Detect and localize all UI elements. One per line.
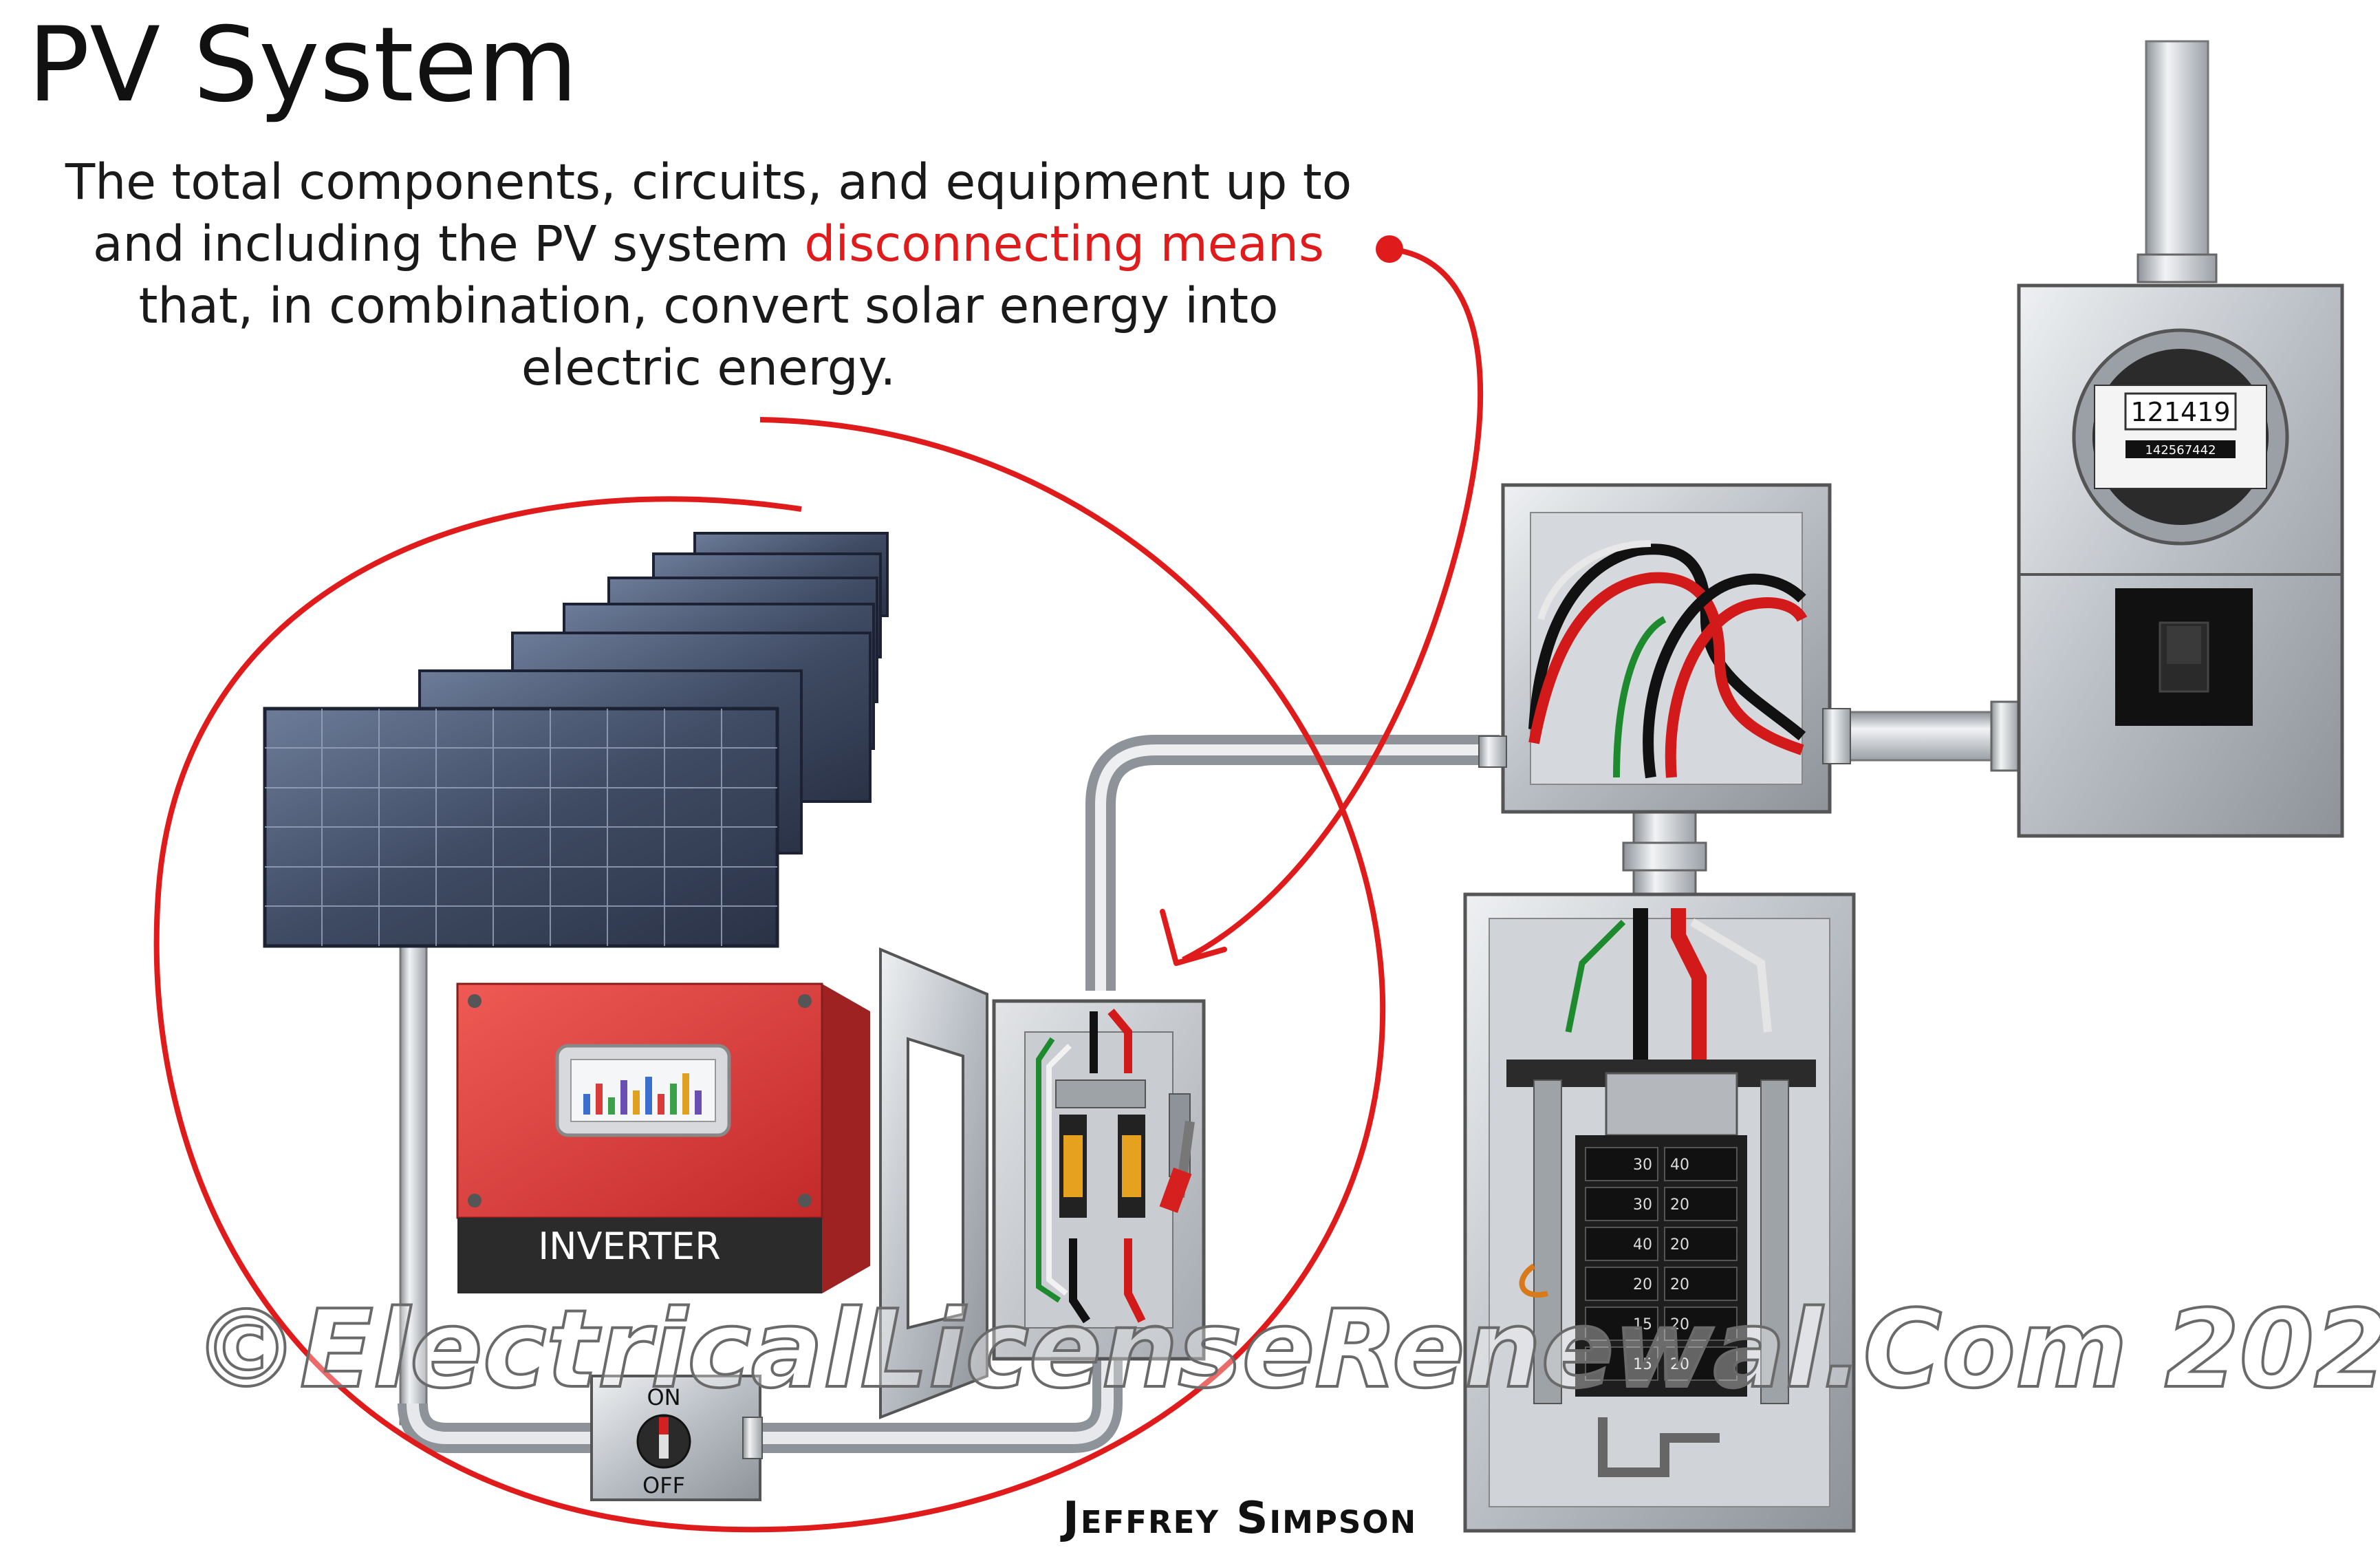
- breaker-left-5: 15: [1585, 1307, 1658, 1341]
- main-lugs: [1605, 1072, 1738, 1137]
- inverter: INVERTER: [456, 982, 870, 1293]
- solar-array: [263, 532, 889, 948]
- definition-line-4: electric energy.: [521, 339, 896, 396]
- breaker-left-3: 40: [1585, 1227, 1658, 1261]
- switch-on-label: ON: [647, 1384, 680, 1410]
- breaker-right-5: 20: [1664, 1307, 1738, 1341]
- junction-box: [1478, 483, 1851, 814]
- meter-enclosure: [2017, 283, 2344, 838]
- conduit-runs: [398, 40, 2218, 1453]
- meter-reading: 121419: [2130, 397, 2230, 427]
- breaker-left-1: 30: [1585, 1147, 1658, 1181]
- breaker-right-6: 20: [1664, 1346, 1738, 1381]
- neutral-bar-right: [1760, 1079, 1789, 1404]
- conduit-disconnect-to-junction: [1085, 735, 1500, 991]
- callout-annotations: [153, 235, 1484, 1533]
- switch-off-label: OFF: [642, 1472, 685, 1498]
- svg-text:20: 20: [1670, 1316, 1689, 1333]
- breaker-right-4: 20: [1664, 1267, 1738, 1301]
- conduit-junction-to-meter: [1828, 711, 2017, 762]
- definition-line-3: that, in combination, convert solar ener…: [138, 277, 1279, 334]
- definition-text: The total components, circuits, and equi…: [0, 151, 1417, 399]
- copyright-watermark: ©ElectricalLicenseRenewal.Com 2020: [193, 1287, 2380, 1412]
- svg-text:20: 20: [1670, 1276, 1689, 1293]
- disconnecting-means-highlight: disconnecting means: [804, 215, 1324, 272]
- inverter-label: INVERTER: [538, 1225, 721, 1268]
- author-signature: Jeffrey Simpson: [1060, 1493, 1417, 1544]
- svg-text:40: 40: [1633, 1236, 1652, 1254]
- service-mast: [2145, 40, 2209, 263]
- ac-disconnect: [879, 947, 1206, 1419]
- svg-text:20: 20: [1670, 1236, 1689, 1254]
- svg-text:15: 15: [1633, 1316, 1652, 1333]
- meter-face: [2094, 385, 2267, 489]
- disconnect-pointer-arrow: [1182, 246, 1484, 963]
- breaker-right-2: 20: [1664, 1187, 1738, 1221]
- svg-text:20: 20: [1670, 1196, 1689, 1214]
- inverter-display-bars: [583, 1073, 702, 1115]
- neutral-bar-left: [1533, 1079, 1562, 1404]
- definition-line-2-text: and including the PV system: [93, 215, 805, 272]
- main-breaker-handle: [2167, 626, 2201, 664]
- breaker-right-1: 40: [1664, 1147, 1738, 1181]
- utility-meter: 121419 142567442: [2017, 283, 2344, 838]
- dc-disconnect-switch: ON OFF: [590, 1375, 763, 1501]
- svg-text:15: 15: [1633, 1356, 1652, 1373]
- pv-system-boundary-circle: [153, 417, 1386, 1533]
- breaker-right-3: 20: [1664, 1227, 1738, 1261]
- disconnect-handle: [1159, 1168, 1192, 1213]
- solar-panel-front: [263, 707, 779, 948]
- breaker-left-2: 30: [1585, 1187, 1658, 1221]
- breaker-left-4: 20: [1585, 1267, 1658, 1301]
- svg-text:20: 20: [1670, 1356, 1689, 1373]
- definition-line-1: The total components, circuits, and equi…: [65, 153, 1352, 211]
- arrow-head: [1160, 909, 1227, 966]
- inverter-label-band: [457, 1218, 822, 1293]
- svg-text:30: 30: [1633, 1157, 1652, 1174]
- page-title: PV System: [28, 6, 578, 125]
- breaker-left-6: 15: [1585, 1346, 1658, 1381]
- definition-line-2: and including the PV system disconnectin…: [0, 213, 1417, 275]
- meter-serial: 142567442: [2145, 443, 2216, 458]
- load-center: 30 30 40 20 15 15 40 20 20 20 20 20: [1463, 892, 1856, 1533]
- svg-text:20: 20: [1633, 1276, 1652, 1293]
- svg-text:40: 40: [1670, 1157, 1689, 1174]
- svg-text:30: 30: [1633, 1196, 1652, 1214]
